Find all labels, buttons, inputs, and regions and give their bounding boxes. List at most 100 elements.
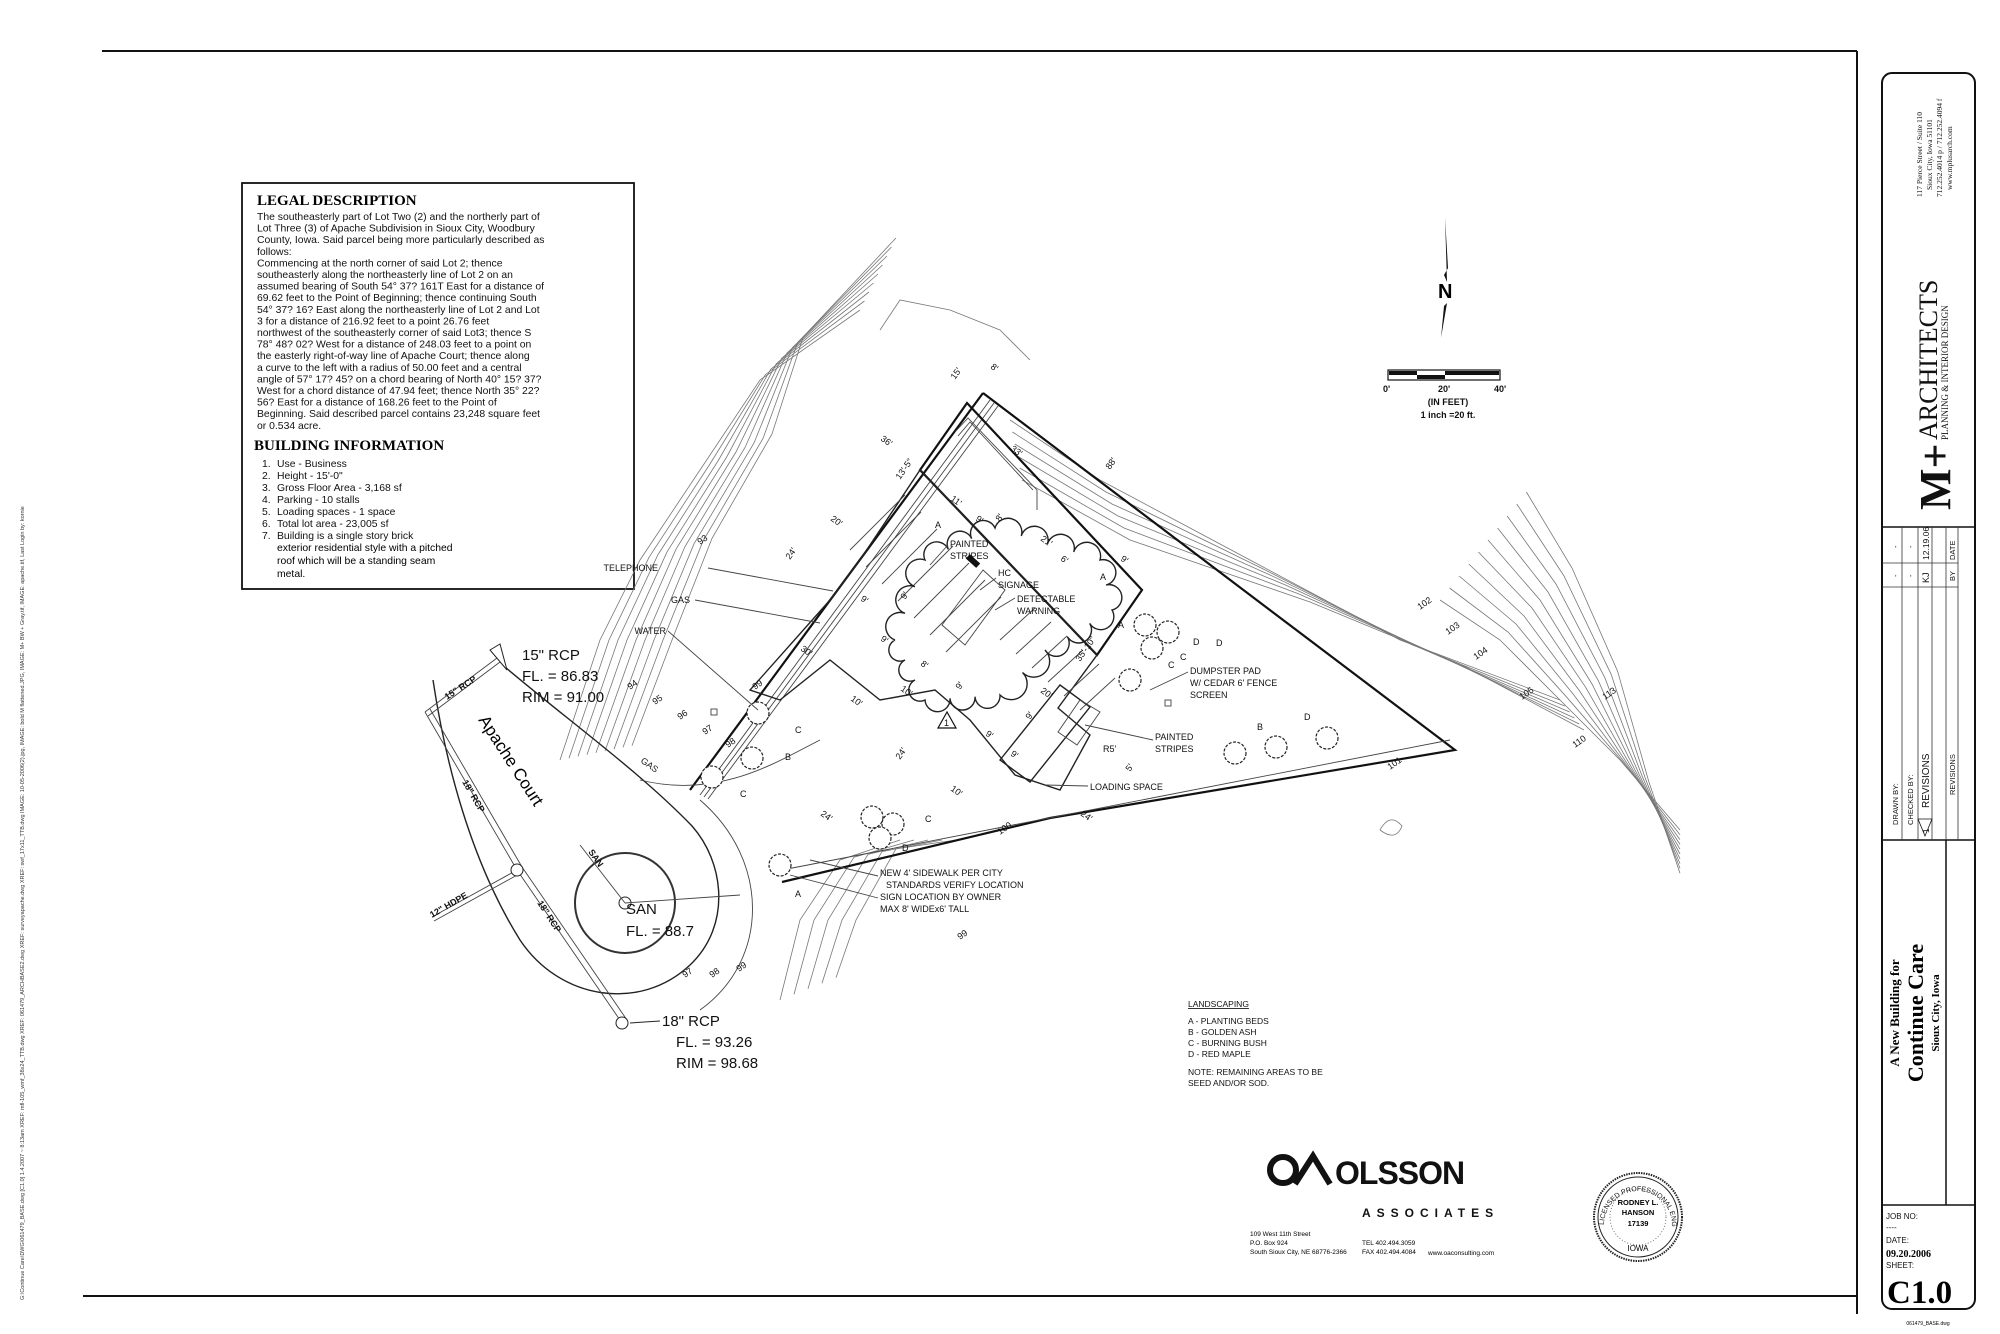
property-line [781,392,1458,884]
label-detectable-1: DETECTABLE [1017,594,1075,604]
legal-text: The southeasterly part of Lot Two (2) an… [257,212,544,432]
legal-line: northwest of the southeasterly corner of… [257,328,531,339]
olsson-tel: TEL 402.494.3059 [1362,1240,1416,1247]
building-info-number: 2. [262,471,271,482]
label-15rcp-3: RIM = 91.00 [522,689,604,706]
firm-tagline: PLANNING & INTERIOR DESIGN [1940,305,1950,440]
utility-line [703,402,995,798]
contour-line [1014,443,1570,713]
dimension-label: 9' [1023,710,1035,721]
contour-line [1021,479,1585,731]
label-painted-stripes-b2: STRIPES [1155,744,1194,754]
checked-by-value: - [1906,545,1915,548]
label-sidewalk-2: STANDARDS VERIFY LOCATION [886,880,1024,890]
contour-line [622,246,892,748]
sheet-date: 09.20.2006 [1886,1249,1931,1260]
contour-label: 102 [1415,595,1433,612]
building-info-number: 4. [262,495,271,506]
tree-icon [768,853,792,877]
dimension-label: 10' [849,693,865,708]
firm-name: ARCHITECTS [1914,280,1943,440]
legal-line: Commencing at the north corner of said L… [257,258,503,269]
dimension-label: 33' [1009,443,1025,458]
label-painted-stripes-b1: PAINTED [1155,732,1194,742]
label-sign-2: MAX 8' WIDEx6' TALL [880,904,969,914]
margin-plot-info: G:\Continue Care\DWG\061479_BASE.dwg [C1… [20,506,26,1300]
contour-label: 93 [695,533,709,547]
by-footer: BY [1948,571,1957,581]
plant-tag: D [902,843,909,853]
dimension-label: 20' [1039,685,1055,700]
contour-label: 95 [650,693,664,707]
sanitary-line [624,894,741,904]
job-no: ---- [1886,1223,1897,1232]
dimension-label: 8' [993,512,1005,523]
drawn-by-label: DRAWN BY: [1891,783,1900,825]
dimension-label: 6' [1059,553,1070,565]
building-footprint [918,401,1144,657]
dimension-label: 5' [1123,762,1135,773]
contour-label: 94 [625,678,639,692]
label-painted-stripes-1: PAINTED [950,539,989,549]
utility-box [710,708,718,716]
building-info-cont-3: metal. [277,569,305,580]
label-gas: GAS [671,595,690,605]
project-subtitle: A New Building for [1887,959,1902,1066]
date-label: DATE: [1886,1236,1909,1245]
tree-icon [1118,668,1142,692]
contour-label: 110 [1570,733,1587,749]
contour-label: 98 [723,736,737,750]
contour-line [586,282,874,755]
revision-date: 12.19.06 [1921,527,1931,560]
legal-line: 56? East for a distance of 168.26 feet t… [257,398,497,409]
contour-line [595,273,879,753]
tree-icon [746,701,770,725]
legal-line: 54° 37? 16? East along the northeasterly… [257,305,540,316]
dimension-label: 24' [819,808,835,823]
job-no-label: JOB NO: [1886,1212,1918,1221]
building-info-item: Loading spaces - 1 space [277,507,396,518]
stall-line [1047,649,1084,683]
storm-pipes [424,643,661,1030]
label-sign-1: SIGN LOCATION BY OWNER [880,892,1002,902]
olsson-sub: ASSOCIATES [1362,1206,1499,1220]
contour-line [1379,819,1403,836]
dimension-label: 11' [949,493,964,508]
north-arrow-icon: N [1438,217,1452,338]
contour-line [1526,491,1681,874]
label-dumpster-2: W/ CEDAR 6' FENCE [1190,678,1277,688]
label-hc-2: SIGNAGE [998,580,1039,590]
contour-label: 97 [700,723,714,737]
tree-icon [700,765,724,789]
landscaping-item: D - RED MAPLE [1188,1049,1251,1059]
legal-line: County, Iowa. Said parcel being more par… [257,235,544,246]
landscaping-note: SEED AND/OR SOD. [1188,1078,1269,1088]
north-letter: N [1438,281,1452,303]
revisions-footer: REVISIONS [1948,754,1957,795]
parking-lot [748,468,1098,791]
label-san-line: SAN [586,847,605,868]
plant-tag: A [1100,572,1106,582]
contour-label: 99 [750,678,764,692]
firm-address: Sioux City, Iowa 51101 [1925,119,1934,190]
label-dumpster-3: SCREEN [1190,690,1228,700]
contour-line [1468,563,1681,845]
drawn-by-value: - [1891,545,1900,548]
tree-icon [1140,636,1164,660]
dimension-label: 8' [989,361,1000,373]
olsson-address: P.O. Box 924 [1250,1240,1288,1247]
building-info-cont-1: exterior residential style with a pitche… [277,543,453,554]
legal-line: assumed bearing of South 54° 37? 161T Ea… [257,282,544,293]
contour-line [1487,539,1681,855]
revision-tag: 1 [944,718,949,728]
legal-line: West for a chord distance of 47.94 feet;… [257,386,540,397]
dimension-label: 24' [783,546,798,562]
checked-by-label: CHECKED BY: [1906,775,1915,825]
plant-tag: B [785,752,791,762]
project-name: Continue Care [1903,944,1928,1083]
dimension-label: 9' [974,513,985,525]
legal-line: Beginning. Said described parcel contain… [257,409,540,420]
